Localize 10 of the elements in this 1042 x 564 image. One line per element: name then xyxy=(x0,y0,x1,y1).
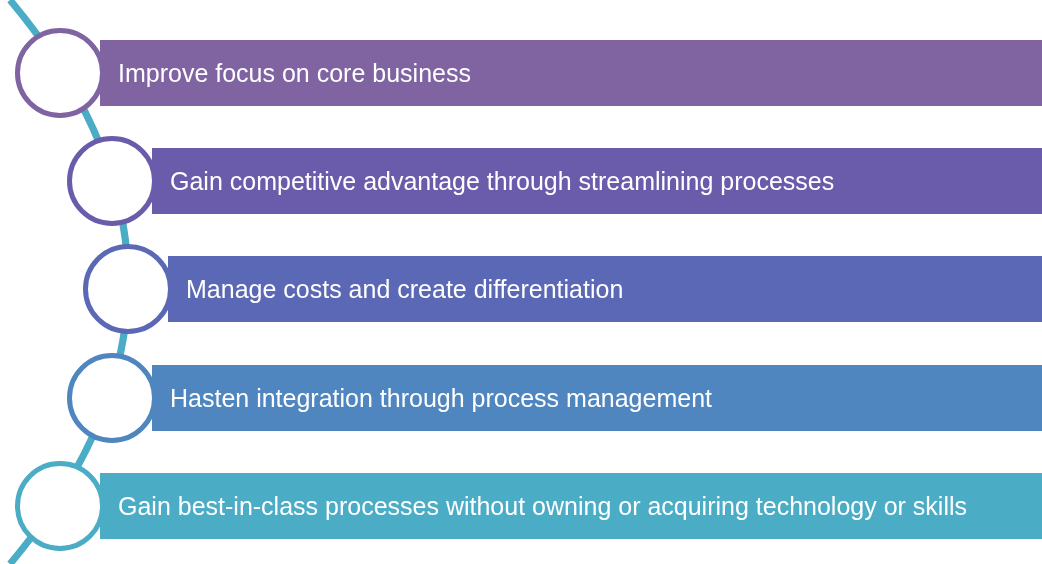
list-bar xyxy=(168,256,1042,322)
item-text: Improve focus on core business xyxy=(118,58,471,88)
list-bar xyxy=(100,473,1042,539)
item-text: Manage costs and create differentiation xyxy=(186,274,624,304)
item-text: Gain competitive advantage through streamlining processes xyxy=(170,166,835,196)
list-bar xyxy=(152,148,1042,214)
list-bar xyxy=(152,365,1042,431)
item-text: Gain best-in-class processes without owning or acquiring technology or skills xyxy=(118,491,967,521)
list-bar xyxy=(100,40,1042,106)
item-text: Hasten integration through process management xyxy=(170,383,712,413)
